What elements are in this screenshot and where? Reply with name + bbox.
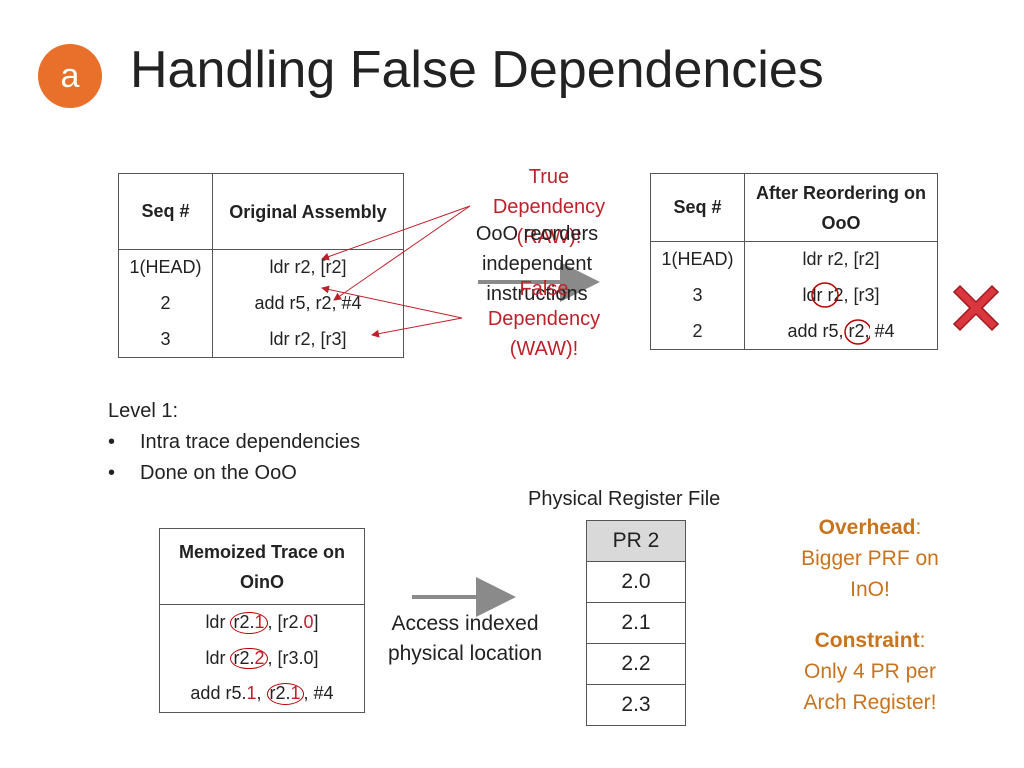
prf-cell: 2.3 (586, 684, 686, 726)
false-dependency-label: False Dependency (WAW)! (487, 278, 601, 360)
register-highlight-circles (811, 282, 870, 345)
raw-arrow-2 (333, 205, 471, 301)
table-row: ldr r2.1, [r2.0] (159, 604, 365, 641)
physical-register-file-table: PR 2 2.0 2.1 2.2 2.3 (586, 520, 686, 726)
memoized-trace-table: Memoized Trace on OinO ldr r2.1, [r2.0] … (159, 528, 365, 713)
reordered-header: After Reordering on OoO (744, 173, 938, 242)
original-assembly-table: Seq # Original Assembly 1(HEAD) ldr r2, … (118, 173, 404, 358)
table-row: 1(HEAD) ldr r2, [r2] (118, 249, 404, 286)
level-item: Done on the OoO (108, 458, 360, 489)
prf-cell: 2.2 (586, 643, 686, 685)
access-indexed-note: Access indexed physical location (387, 612, 543, 665)
prf-label: Physical Register File (528, 488, 721, 510)
prf-header: PR 2 (586, 520, 686, 562)
table-row: add r5.1, r2.1, #4 (159, 676, 365, 713)
prf-cell: 2.0 (586, 561, 686, 603)
level-item: Intra trace dependencies (108, 427, 360, 458)
red-x-icon (952, 284, 1000, 332)
constraint-note: Constraint: Only 4 PR per Arch Register! (803, 629, 937, 714)
waw-arrow-1 (321, 285, 463, 319)
table-row: 2 add r5, r2, #4 (650, 313, 938, 350)
memo-header: Memoized Trace on OinO (159, 528, 365, 605)
table-row: 3 ldr r2, [r3] (118, 321, 404, 358)
seq-header: Seq # (118, 173, 213, 250)
table-row: 2 add r5, r2, #4 (118, 285, 404, 322)
table-row: ldr r2.2, [r3.0] (159, 640, 365, 677)
true-dependency-label: True Dependency (RAW)! (492, 166, 606, 248)
assembly-header: Original Assembly (212, 173, 404, 250)
table-row: 3 ldr r2, [r3] (650, 277, 938, 314)
section-badge: a (38, 44, 102, 108)
after-reordering-table: Seq # After Reordering on OoO 1(HEAD) ld… (650, 173, 938, 350)
table-row: 1(HEAD) ldr r2, [r2] (650, 241, 938, 278)
overhead-note: Overhead: Bigger PRF on InO! (801, 516, 939, 601)
prf-cell: 2.1 (586, 602, 686, 644)
level-heading: Level 1: (108, 400, 179, 422)
ooo-reorders-note: OoO reorders independent instructions (475, 223, 599, 305)
level-notes: Level 1: Intra trace dependencies Done o… (108, 396, 360, 489)
page-title: Handling False Dependencies (130, 41, 824, 99)
seq-header: Seq # (650, 173, 745, 242)
raw-arrow-1 (321, 205, 471, 261)
waw-arrow-2 (371, 317, 463, 338)
